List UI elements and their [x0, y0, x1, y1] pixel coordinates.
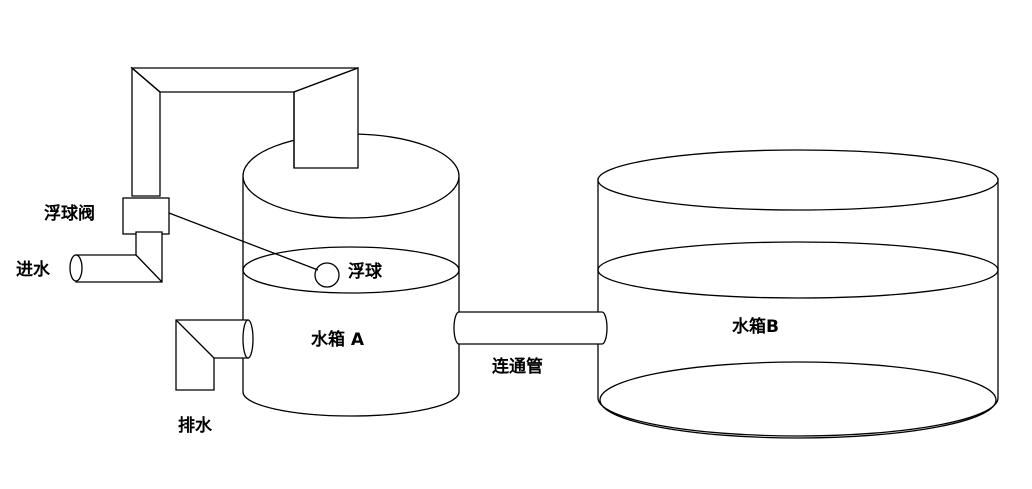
- inlet-elbow-diagonal: [135, 254, 163, 283]
- float-ball-icon: [314, 262, 340, 288]
- drain-pipe-mouth: [242, 319, 254, 359]
- inlet-pipe-mouth: [69, 254, 83, 282]
- float-ball-label: 浮球: [348, 261, 383, 282]
- tank-b-top-ellipse: [597, 149, 999, 211]
- duct-corner-left: [131, 67, 161, 93]
- tank-a-water-surface: [242, 246, 460, 294]
- connecting-pipe-body: [453, 311, 608, 345]
- tank-b-bottom-front: [597, 397, 999, 437]
- tank-b-label: 水箱B: [732, 316, 779, 337]
- inlet-elbow: [75, 231, 163, 283]
- tank-b: [597, 149, 999, 439]
- drain-elbow-diagonal: [175, 319, 215, 359]
- inlet-label: 进水: [16, 259, 51, 280]
- float-valve-label: 浮球阀: [44, 203, 95, 224]
- connecting-pipe-label: 连通管: [492, 356, 543, 377]
- float-valve-linkage: [168, 212, 319, 271]
- tank-a-body: [242, 177, 460, 417]
- drain-pipe: [175, 319, 254, 391]
- tank-b-body-sides: [597, 178, 999, 398]
- drain-label: 排水: [178, 415, 213, 436]
- float-valve-assembly: [69, 197, 319, 283]
- connecting-pipe: [453, 311, 608, 345]
- tank-b-lower-ellipse: [599, 361, 997, 439]
- tank-a-label: 水箱 A: [311, 329, 365, 350]
- tank-b-water-surface: [597, 241, 999, 299]
- float-valve-body: [122, 197, 170, 235]
- supply-duct: [130, 66, 359, 197]
